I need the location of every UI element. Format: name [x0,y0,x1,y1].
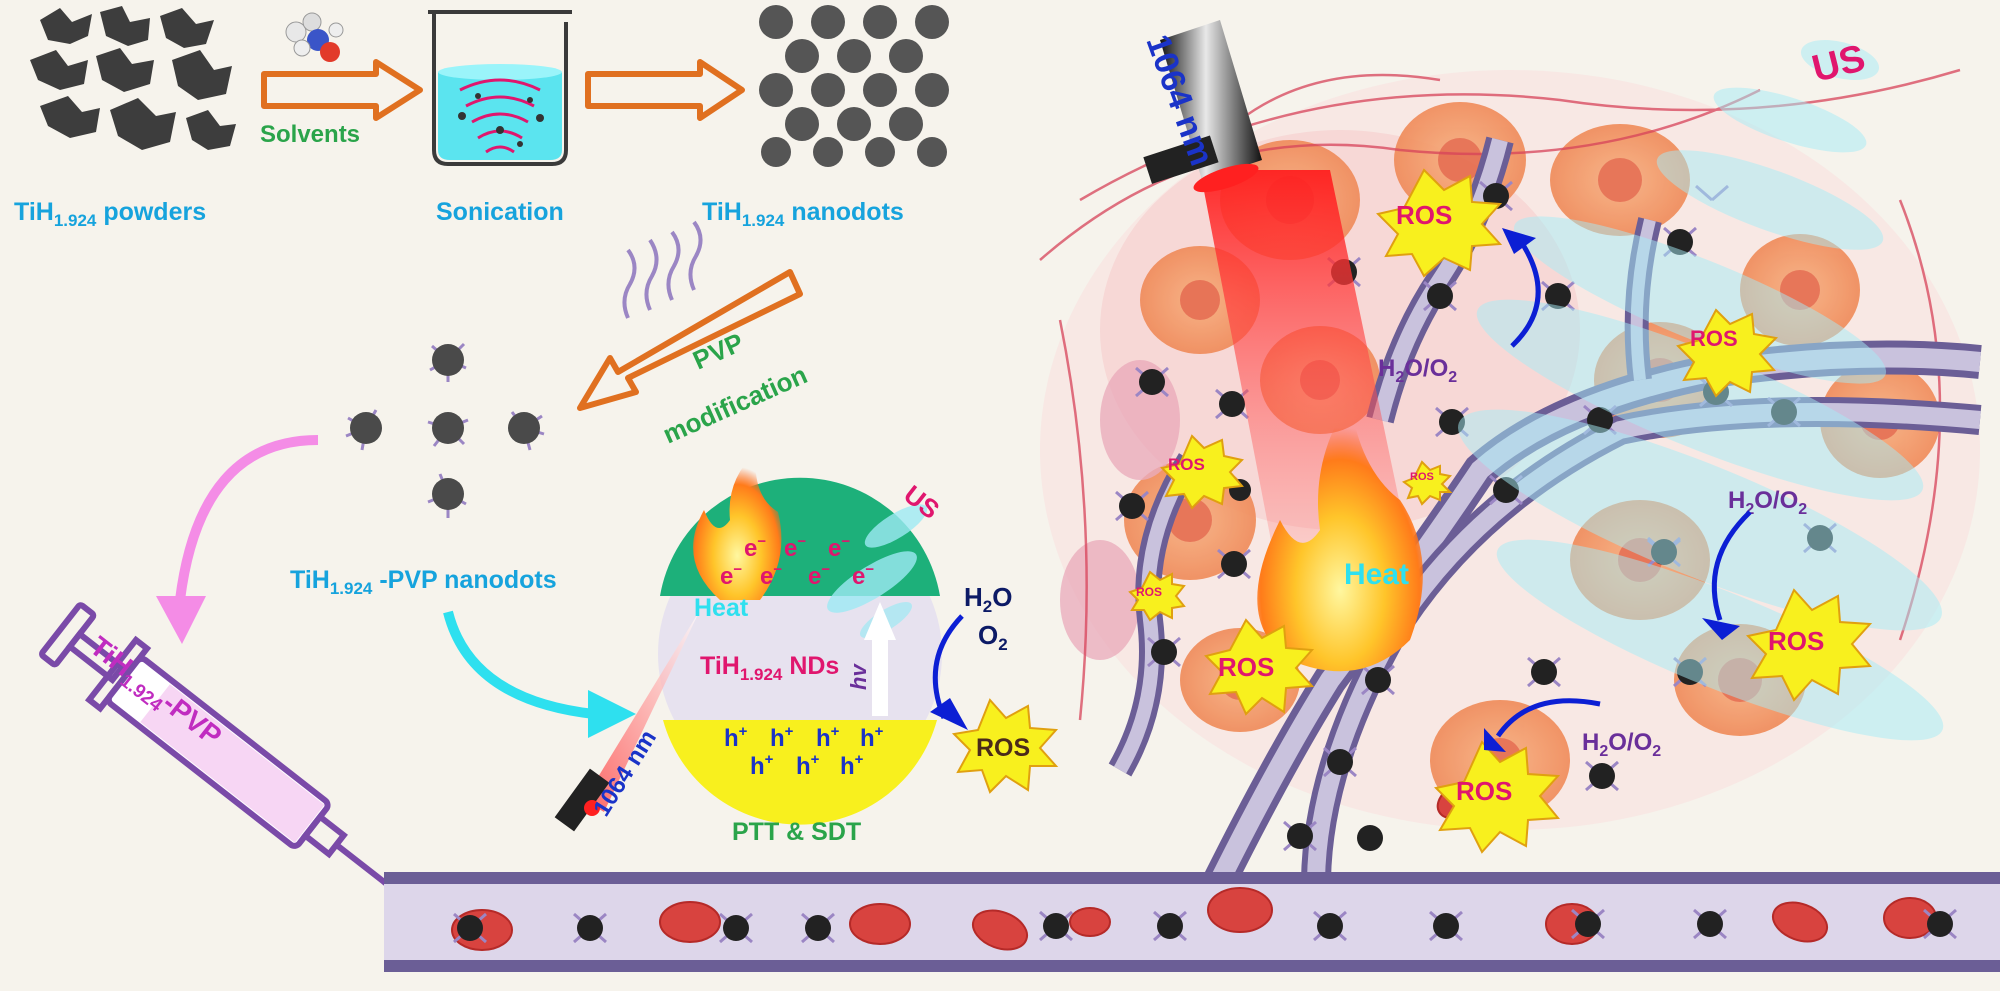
arrow-curve-cyan-icon [443,610,636,738]
tih-powders-label: TiH1.924 powders [14,198,206,230]
heat-small-label: Heat [694,594,749,622]
svg-text:e−: e− [720,561,742,590]
syringe-illustration [39,602,410,903]
solvents-label: Solvents [260,121,360,148]
svg-text:e−: e− [808,561,830,590]
ros-burst-icon [951,698,1059,794]
arrow-down-left-icon [577,269,803,411]
arrow-right-icon [261,59,423,121]
svg-text:ROS: ROS [1456,776,1512,806]
reaction-arrows [1495,238,1752,738]
svg-text:e−: e− [828,533,850,562]
arrow-right-icon [585,59,745,121]
svg-text:ROS: ROS [1218,652,1274,682]
svg-text:ROS: ROS [1396,200,1452,230]
arrow-curve-pink-icon [156,435,319,644]
svg-text:H2O/O2: H2O/O2 [1728,487,1807,518]
pvp-polymer-chains [622,220,703,319]
main-vessel [384,872,2000,972]
arrow-curve-blue-icon [930,614,968,730]
pvp-label: PVP [688,327,748,376]
svg-text:e−: e− [784,533,806,562]
fire-icon-small [693,452,782,600]
reaction-arrowheads [1484,228,1740,752]
svg-text:ROS: ROS [1136,585,1162,599]
solvent-molecule-icon [285,12,344,62]
h2o-label: H2O [964,582,1012,616]
tih-pvp-nanodots-label: TiH1.924 -PVP nanodots [290,566,557,598]
beaker-icon [428,10,572,166]
svg-text:e−: e− [852,561,874,590]
svg-text:h+: h+ [796,751,820,780]
svg-text:ROS: ROS [1410,471,1434,483]
h2o-o2-labels: H2O/O2 H2O/O2 H2O/O2 [1378,355,1807,760]
svg-text:H2O/O2: H2O/O2 [1378,355,1457,386]
modification-label: modification [658,359,811,449]
svg-text:H2O/O2: H2O/O2 [1582,729,1661,760]
svg-text:h+: h+ [724,723,748,752]
svg-text:ROS: ROS [1168,455,1205,474]
svg-text:ROS: ROS [1768,626,1824,656]
sonication-label: Sonication [436,198,564,226]
svg-text:h+: h+ [860,723,884,752]
svg-text:ROS: ROS [1690,326,1738,351]
nanodots-grid-illustration [759,5,949,167]
ros-labels: ROS ROS ROS ROS ROS ROS ROS ROS [1136,200,1824,806]
pvp-nanodots-cluster [345,342,545,518]
excitation-arrow-icon [864,602,896,716]
vessel-nanodots [453,908,1957,944]
svg-text:h+: h+ [750,751,774,780]
svg-text:h+: h+ [816,723,840,752]
svg-text:e−: e− [744,533,766,562]
heat-large-label: Heat [1344,558,1409,591]
o2-label: O2 [978,620,1008,654]
tih-nds-label: TiH1.924 NDs [700,652,839,684]
svg-text:h+: h+ [770,723,794,752]
hv-label: hv [846,663,871,690]
laser-beam-small [554,610,700,832]
ros-center-label: ROS [976,734,1030,762]
ros-burst-icon [1128,168,1873,854]
fire-icon-large [1257,400,1423,672]
tih-nanodots-label: TiH1.924 nanodots [702,198,904,230]
ptt-sdt-label: PTT & SDT [732,818,861,846]
electrons: e− e− e− e− e− e− e− [720,533,874,590]
holes: h+ h+ h+ h+ h+ h+ h+ [724,723,884,780]
svg-text:e−: e− [760,561,782,590]
svg-text:h+: h+ [840,751,864,780]
tih-powders-illustration [30,6,236,150]
